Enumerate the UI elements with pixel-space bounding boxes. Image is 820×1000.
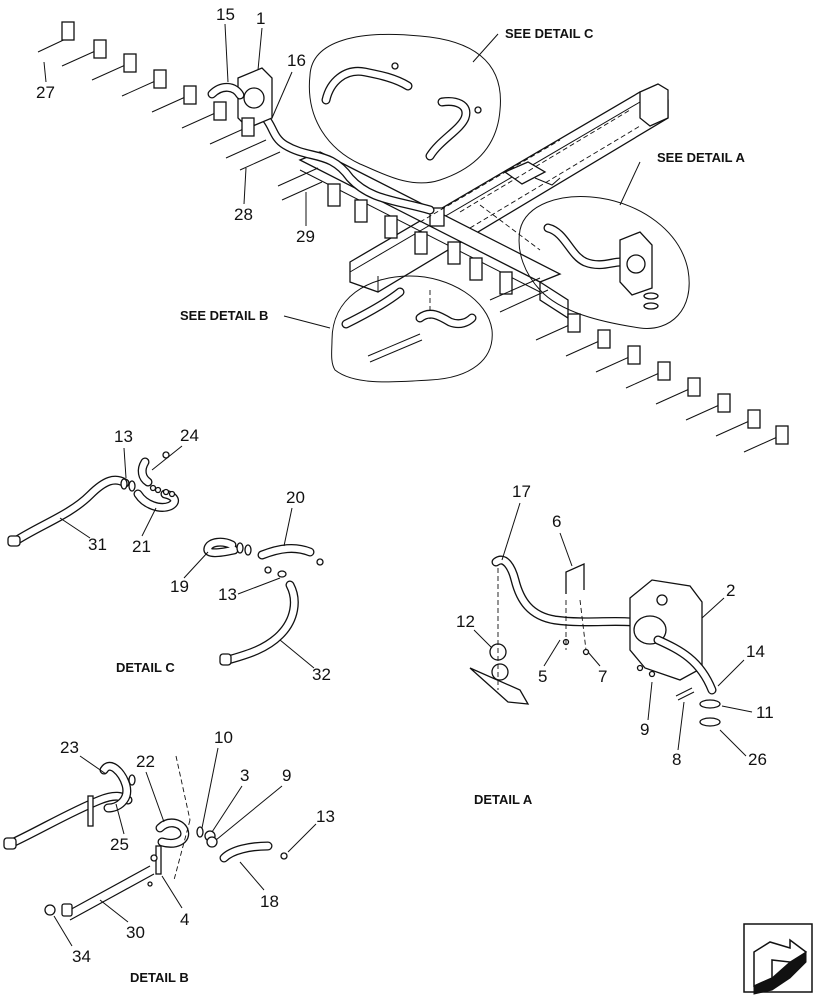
leader-28 — [243, 167, 247, 205]
detail-c-group — [7, 451, 324, 666]
callout-1: 1 — [256, 9, 265, 28]
leader-8 — [677, 701, 685, 751]
leader-17 — [501, 502, 521, 561]
detail-a-group — [469, 555, 721, 727]
leader-6 — [559, 532, 573, 567]
see-detail-b-label: SEE DETAIL B — [180, 308, 268, 323]
leader-15 — [224, 23, 229, 83]
callout-5: 5 — [538, 667, 547, 686]
detail-b-caption: DETAIL B — [130, 970, 189, 985]
callout-9-a: 9 — [640, 720, 649, 739]
leader-30 — [99, 899, 129, 923]
callout-29: 29 — [296, 227, 315, 246]
callout-9-b: 9 — [282, 766, 291, 785]
callout-10: 10 — [214, 728, 233, 747]
callout-32: 32 — [312, 665, 331, 684]
callout-11: 11 — [756, 703, 774, 722]
leader-31 — [59, 517, 91, 539]
detail-a-caption: DETAIL A — [474, 792, 533, 807]
leader-detail-c — [472, 33, 499, 63]
leader-25 — [115, 803, 125, 835]
leader-9-b — [215, 785, 283, 841]
callout-7: 7 — [598, 667, 607, 686]
callout-4: 4 — [180, 910, 189, 929]
see-detail-c-label: SEE DETAIL C — [505, 26, 594, 41]
leader-4 — [161, 875, 183, 909]
callout-28: 28 — [234, 205, 253, 224]
leader-14 — [717, 659, 745, 687]
leader-1 — [257, 27, 263, 71]
callout-13-c: 13 — [114, 427, 133, 446]
callout-6: 6 — [552, 512, 561, 531]
next-page-arrow-icon[interactable] — [743, 923, 813, 995]
callout-13-c2: 13 — [218, 585, 237, 604]
leader-20 — [283, 507, 293, 547]
callout-24: 24 — [180, 426, 199, 445]
callout-22: 22 — [136, 752, 155, 771]
callout-16: 16 — [287, 51, 306, 70]
main-frame-assembly — [37, 21, 789, 453]
leader-32 — [279, 639, 315, 669]
leader-22 — [145, 771, 165, 823]
callout-20: 20 — [286, 488, 305, 507]
leader-34 — [53, 915, 73, 947]
leader-5 — [543, 639, 561, 667]
callout-30: 30 — [126, 923, 145, 942]
leader-27 — [43, 61, 47, 83]
callout-25: 25 — [110, 835, 129, 854]
leader-13-c2 — [237, 577, 281, 595]
callout-31: 31 — [88, 535, 107, 554]
callout-2: 2 — [726, 581, 735, 600]
leader-13-b — [287, 823, 317, 853]
callout-13-b: 13 — [316, 807, 335, 826]
leader-21 — [141, 507, 157, 537]
detail-c-caption: DETAIL C — [116, 660, 175, 675]
callout-23: 23 — [60, 738, 79, 757]
leader-detail-b — [283, 315, 331, 329]
leader-2 — [701, 597, 725, 619]
callout-12: 12 — [456, 612, 475, 631]
callout-17: 17 — [512, 482, 531, 501]
detail-b-group — [3, 755, 288, 921]
detail-c-callout-cloud — [308, 33, 501, 184]
leader-detail-a — [619, 161, 641, 206]
leader-26 — [719, 729, 747, 757]
leader-13-c — [123, 447, 127, 479]
detail-b-callout-cloud — [331, 275, 493, 383]
detail-a-callout-cloud — [518, 196, 690, 329]
leader-12 — [473, 629, 493, 649]
callout-18: 18 — [260, 892, 279, 911]
callout-27: 27 — [36, 83, 55, 102]
leader-23 — [79, 755, 107, 775]
leader-19 — [183, 551, 209, 579]
leader-18 — [239, 861, 265, 891]
callout-8: 8 — [672, 750, 681, 769]
callout-3: 3 — [240, 766, 249, 785]
leader-11 — [721, 705, 753, 713]
leader-9-a — [647, 681, 653, 721]
leader-16 — [271, 71, 293, 119]
leader-3 — [211, 785, 243, 833]
callout-15: 15 — [216, 5, 235, 24]
leader-24 — [151, 445, 183, 471]
leader-10 — [201, 747, 219, 829]
callout-34: 34 — [72, 947, 91, 966]
callout-21: 21 — [132, 537, 151, 556]
callout-19: 19 — [170, 577, 189, 596]
callout-26: 26 — [748, 750, 767, 769]
callout-14: 14 — [746, 642, 765, 661]
leader-7 — [587, 651, 601, 667]
see-detail-a-label: SEE DETAIL A — [657, 150, 745, 165]
